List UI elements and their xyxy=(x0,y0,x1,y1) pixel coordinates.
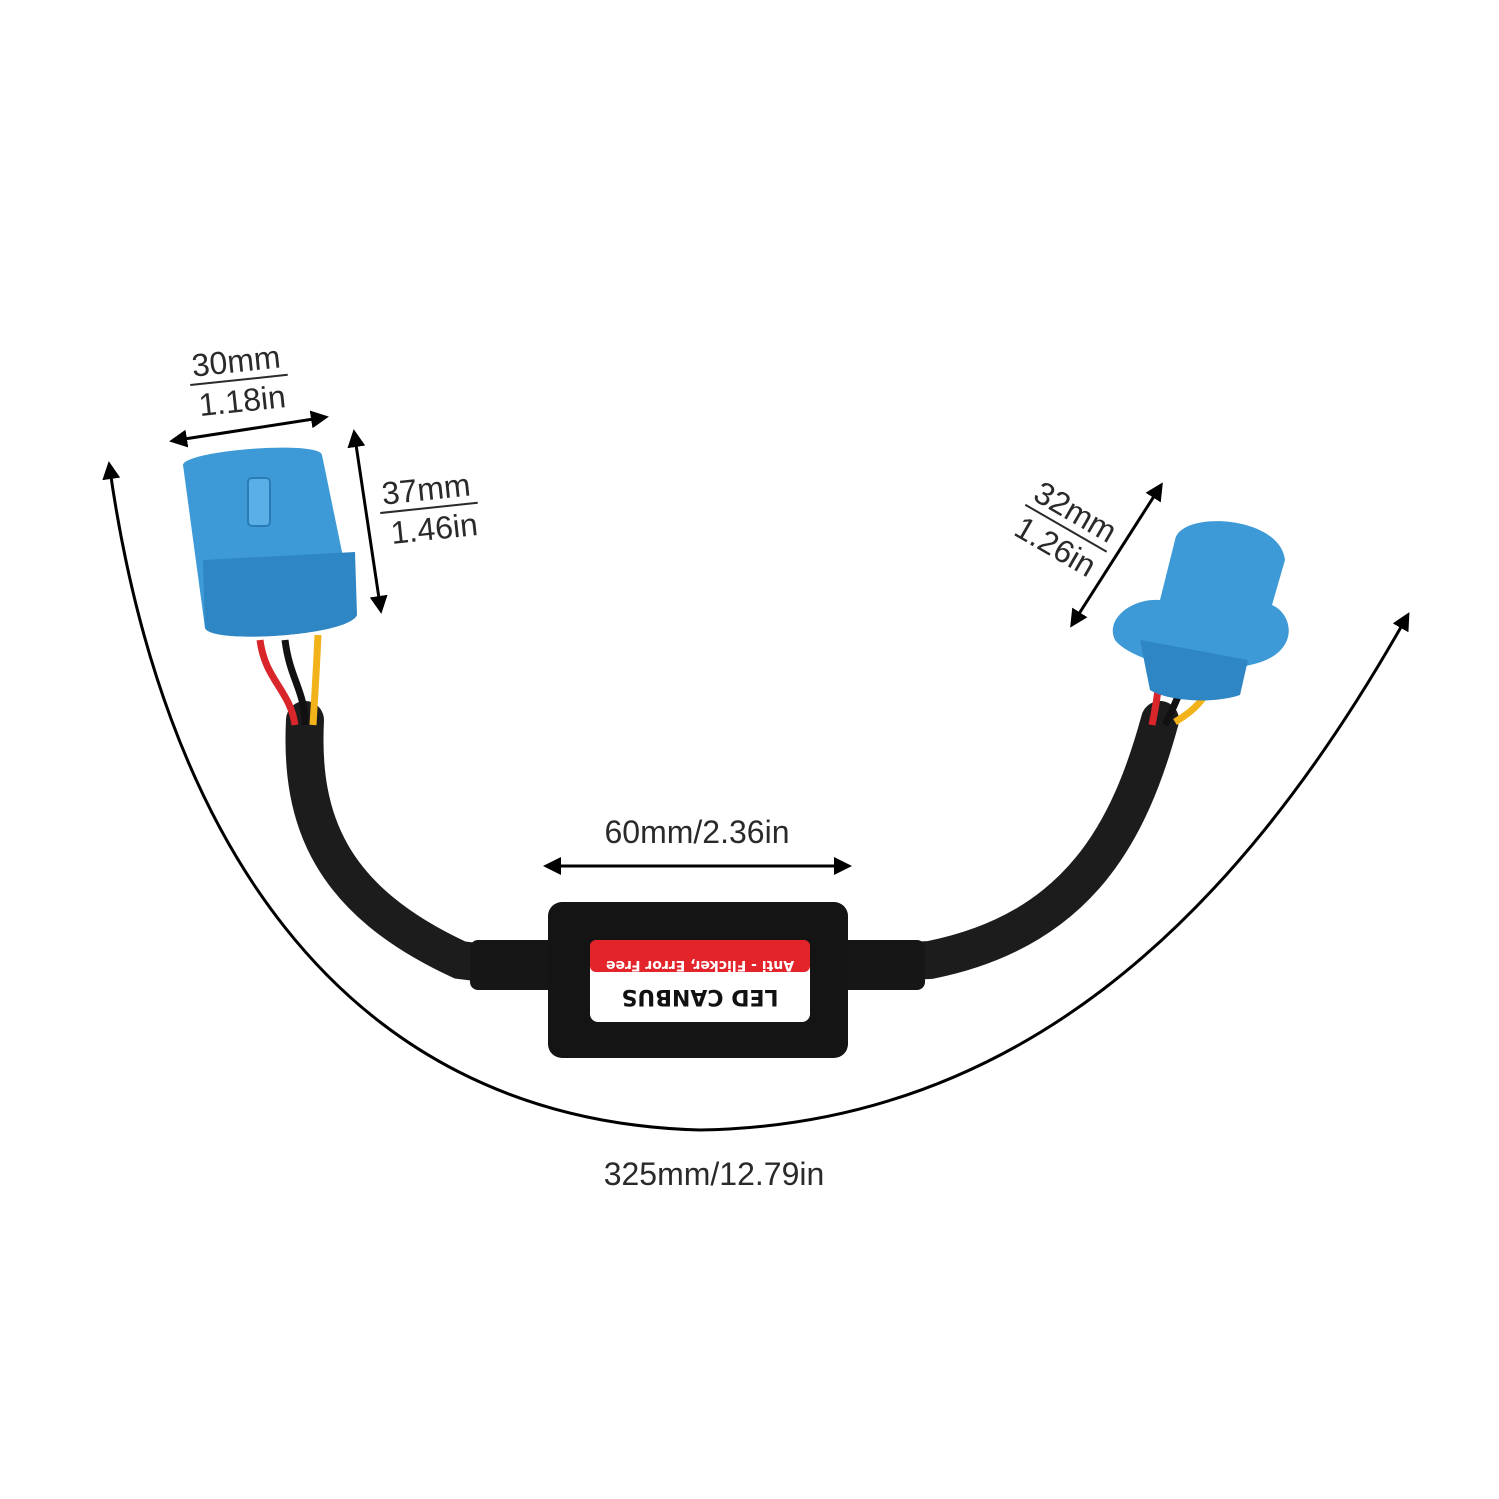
left-connector xyxy=(183,447,357,637)
dim-module-width: 60mm/2.36in xyxy=(543,814,852,875)
dim-socket-b-width: 32mm 1.26in xyxy=(1009,474,1163,628)
dim-socket-a-height: 37mm 1.46in xyxy=(347,429,479,614)
module-main-line: LED CANBUS xyxy=(621,984,778,1009)
total-length-arc xyxy=(102,461,1410,1132)
socket-a-width-in: 1.18in xyxy=(197,378,287,423)
cable-right xyxy=(840,701,1179,990)
total-length-label: 325mm/12.79in xyxy=(604,1156,825,1192)
wires-left xyxy=(256,634,322,726)
canbus-module: Anti - Flicker, Error Free LED CANBUS xyxy=(548,902,848,1058)
module-width-label: 60mm/2.36in xyxy=(605,814,790,850)
dim-socket-a-width: 30mm 1.18in xyxy=(169,339,329,448)
socket-a-height-in: 1.46in xyxy=(389,506,479,551)
right-connector xyxy=(1112,521,1289,701)
module-top-line: Anti - Flicker, Error Free xyxy=(606,957,794,973)
cable-left xyxy=(285,701,555,990)
